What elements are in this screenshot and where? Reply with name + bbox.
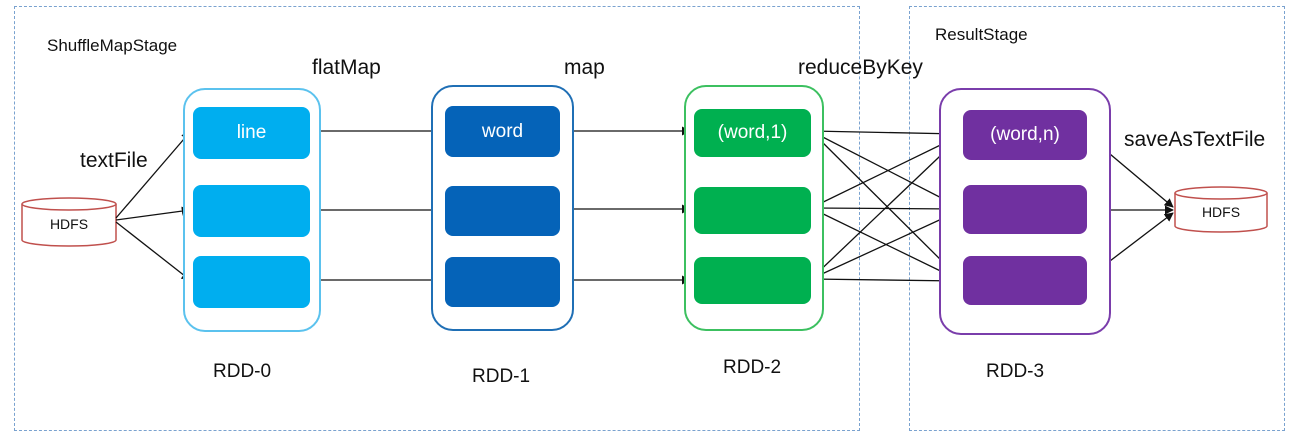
edge-shuffle xyxy=(810,137,960,280)
rdd-3-partition xyxy=(963,256,1087,305)
shuffle-map-stage-label: ShuffleMapStage xyxy=(47,36,178,55)
saveastextfile-label: saveAsTextFile xyxy=(1124,128,1266,151)
reducebykey-label: reduceByKey xyxy=(798,56,923,79)
hdfs-sink-icon: HDFS xyxy=(1174,186,1268,233)
rdd-3-label: RDD-3 xyxy=(986,361,1045,382)
rdd-1-partition xyxy=(445,257,560,307)
rdd-2-partition: (word,1) xyxy=(694,109,811,157)
rdd-0-box: line xyxy=(183,88,321,332)
partition-label: (word,1) xyxy=(717,122,788,143)
rdd-1-box: word xyxy=(431,85,574,331)
rdd-1-partition xyxy=(445,186,560,236)
rdd-1-partition: word xyxy=(445,106,560,157)
shuffle-map-stage-box xyxy=(14,6,860,431)
map-label: map xyxy=(564,56,605,79)
rdd-2-label: RDD-2 xyxy=(723,357,782,378)
edge-shuffle xyxy=(810,135,960,209)
rdd-3-box: (word,n) xyxy=(939,88,1111,335)
result-stage-box xyxy=(909,6,1285,431)
edge-textfile-3 xyxy=(115,221,191,281)
rdd-0-partition: line xyxy=(193,107,310,159)
result-stage-label: ResultStage xyxy=(935,25,1028,44)
textfile-label: textFile xyxy=(80,149,148,172)
hdfs-source-icon: HDFS xyxy=(21,197,117,247)
hdfs-sink-label: HDFS xyxy=(1202,204,1240,220)
edge-shuffle xyxy=(810,129,960,139)
partition-label: word xyxy=(481,120,524,142)
rdd-3-partition xyxy=(963,185,1087,234)
rdd-2-box: (word,1) xyxy=(684,85,824,331)
edge-shuffle xyxy=(810,276,960,286)
rdd-0-partition xyxy=(193,185,310,237)
edge-shuffle xyxy=(810,130,960,208)
edge-shuffle xyxy=(810,130,960,279)
rdd-2-partition xyxy=(694,187,811,234)
rdd-1-label: RDD-1 xyxy=(472,366,531,387)
rdd-3-partition: (word,n) xyxy=(963,110,1087,160)
partition-label: line xyxy=(236,122,267,143)
flatmap-label: flatMap xyxy=(312,56,381,79)
rdd-2-partition xyxy=(694,257,811,304)
edge-shuffle xyxy=(810,210,960,280)
edge-shuffle xyxy=(810,207,960,281)
edge-textfile-2 xyxy=(115,206,191,221)
edge-textfile-1 xyxy=(115,131,191,219)
hdfs-source-label: HDFS xyxy=(50,216,88,232)
partition-label: (word,n) xyxy=(990,124,1060,145)
rdd-0-label: RDD-0 xyxy=(213,361,272,382)
rdd-0-partition xyxy=(193,256,310,308)
